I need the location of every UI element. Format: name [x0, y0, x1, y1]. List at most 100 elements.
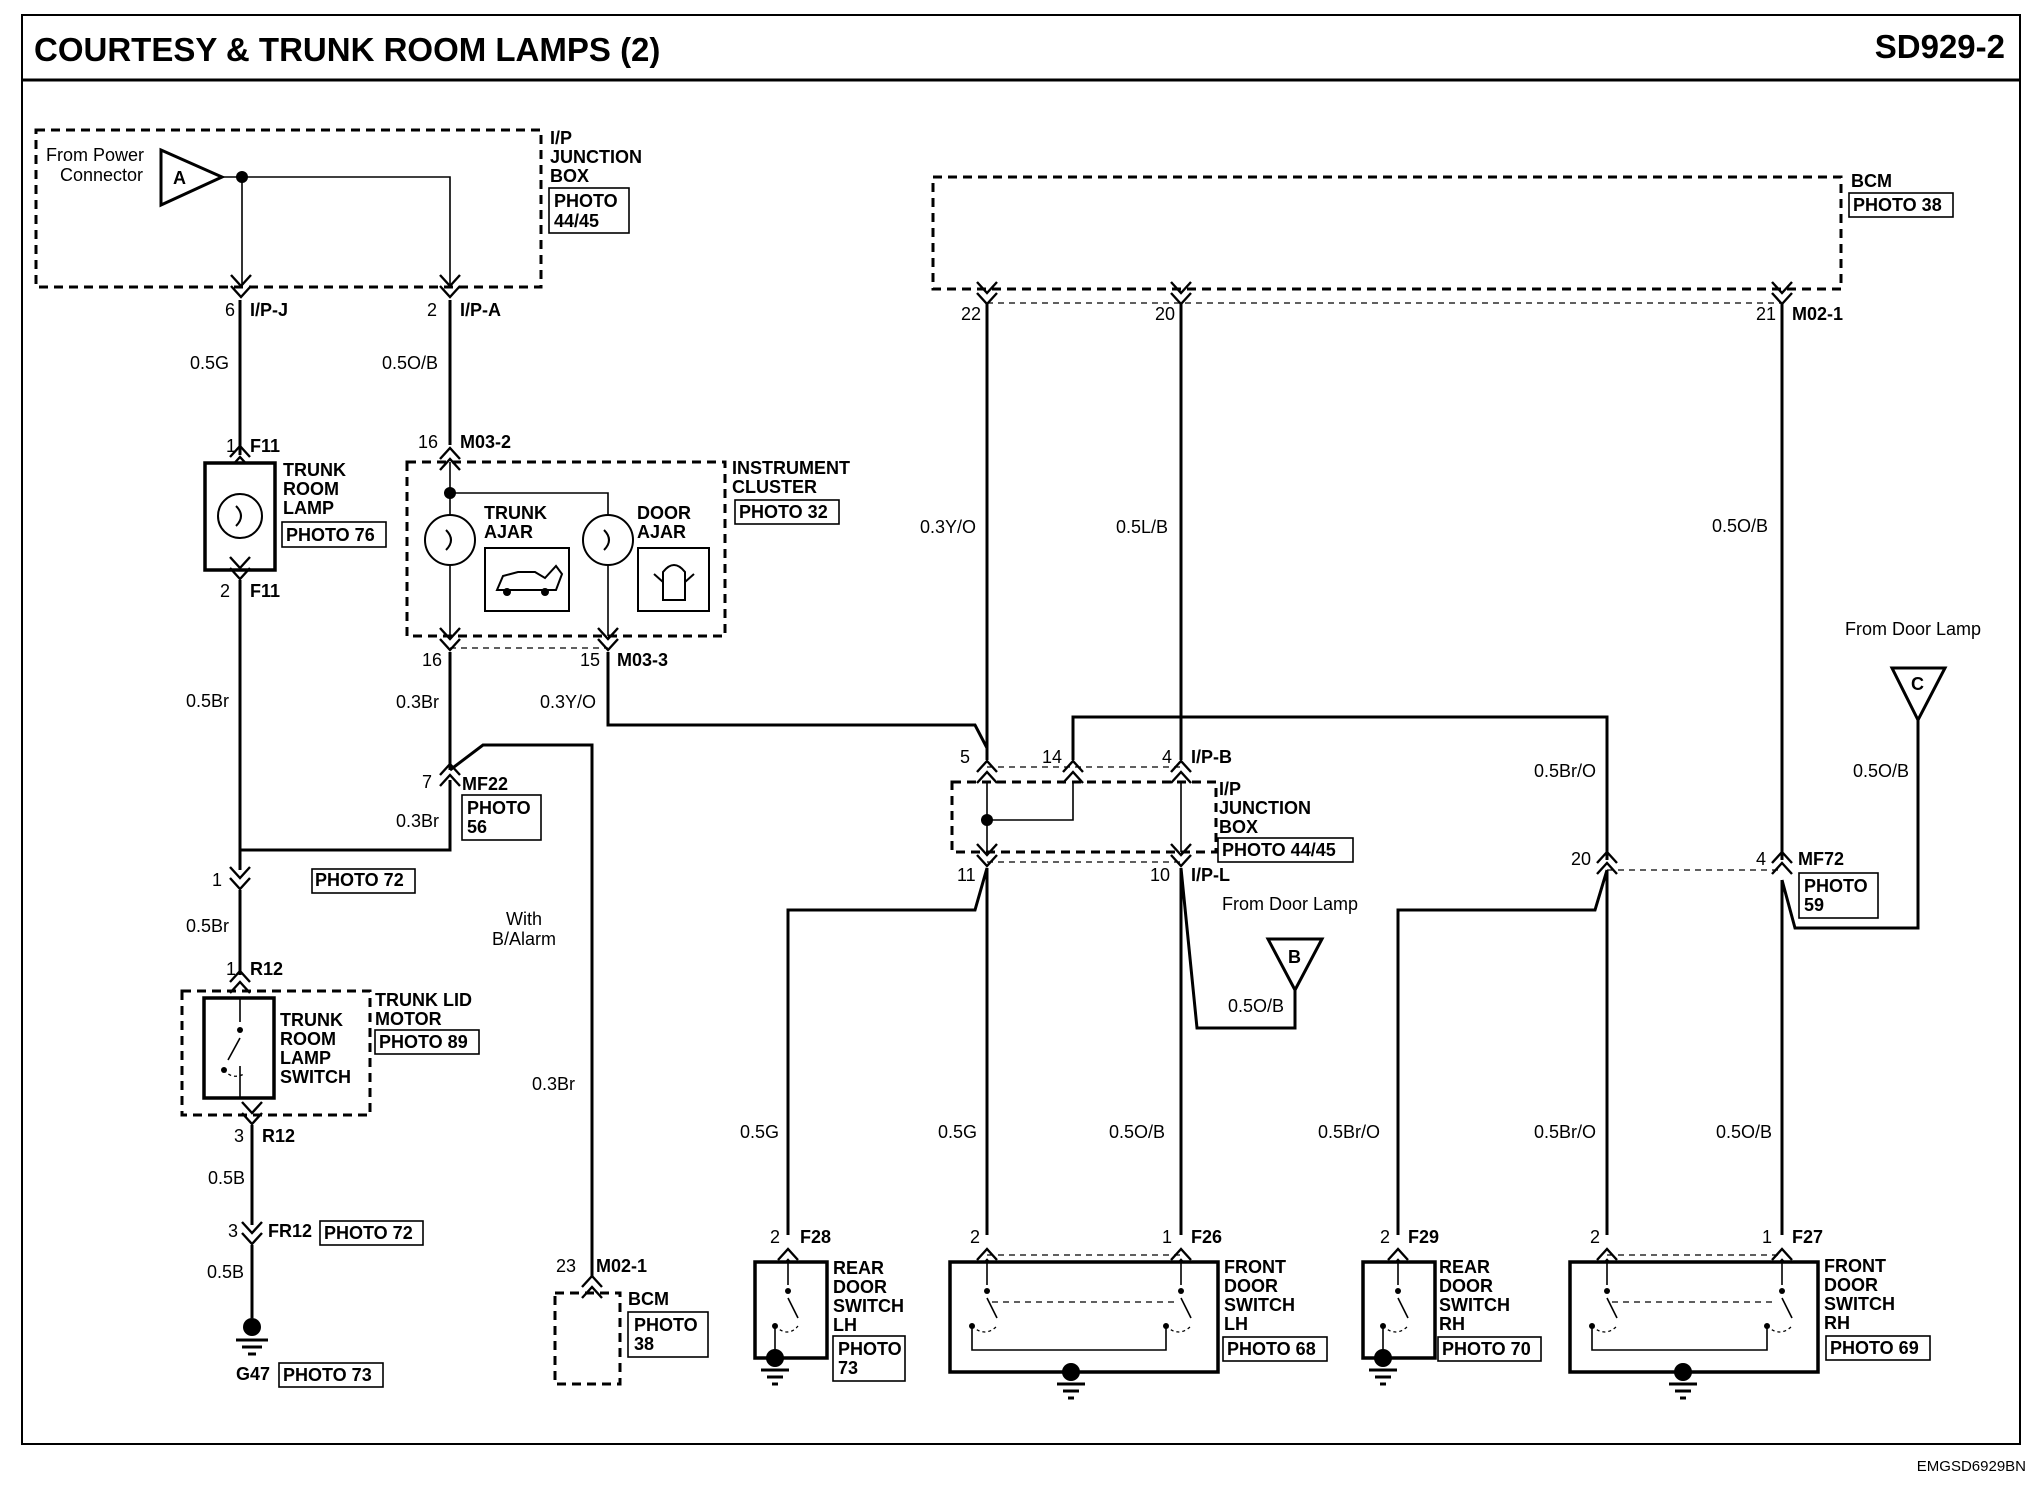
label-connectors-m02-1: M02-1 — [1792, 304, 1843, 324]
label-components-mf72-photo1: PHOTO — [1804, 876, 1868, 896]
label-components-with-alarm-line1: With — [506, 909, 542, 929]
label-components-front-lh-line3: SWITCH — [1224, 1295, 1295, 1315]
diagram-code: SD929-2 — [1875, 28, 2005, 65]
label-components-from-door-lamp-b-letter: B — [1288, 947, 1301, 967]
rear-door-switch-rh: 2 F29 REAR DOOR SWITCH RH PHOTO 70 — [1361, 1227, 1542, 1386]
label-connectors-f27: F27 — [1792, 1227, 1823, 1247]
label-pins-p16: 16 — [418, 432, 438, 452]
label-connectors-f11: F11 — [250, 436, 280, 456]
label-components-front-rh-photo: PHOTO 69 — [1830, 1338, 1919, 1358]
trunk-ajar-car-icon — [484, 547, 570, 612]
label-components-front-lh-photo: PHOTO 68 — [1227, 1339, 1316, 1359]
label-pins-p2: 2 — [770, 1227, 780, 1247]
label-components-from-power-line1: From Power — [46, 145, 144, 165]
from-door-lamp-c: From Door Lamp C — [1845, 619, 1981, 724]
label-components-instrument-cluster-line1: INSTRUMENT — [732, 458, 850, 478]
label-components-front-rh-line4: RH — [1824, 1313, 1850, 1333]
rear-door-switch-lh: 2 F28 REAR DOOR SWITCH LH PHOTO 73 — [753, 1227, 906, 1386]
label-components-ipjb-top-line1: I/P — [550, 128, 572, 148]
label-wires-br03: 0.3Br — [396, 692, 439, 712]
label-pins-p23: 23 — [556, 1256, 576, 1276]
label-components-ipjb-top-photo1: PHOTO — [554, 191, 618, 211]
label-pins-p2: 2 — [427, 300, 437, 320]
label-pins-p20: 20 — [1571, 849, 1591, 869]
label-wires-lb05: 0.5L/B — [1116, 517, 1168, 537]
label-pins-p1: 1 — [226, 436, 236, 456]
label-components-front-rh-line2: DOOR — [1824, 1275, 1878, 1295]
ip-junction-box-top: I/P JUNCTION BOX PHOTO 44/45 — [34, 128, 642, 289]
label-wires-yo03: 0.3Y/O — [920, 517, 976, 537]
label-connectors-f28: F28 — [800, 1227, 831, 1247]
label-components-instrument-cluster-photo: PHOTO 32 — [739, 502, 828, 522]
label-components-ipjb-mid-photo: PHOTO 44/45 — [1222, 840, 1336, 860]
trunk-room-lamp: TRUNK ROOM LAMP PHOTO 76 — [203, 460, 387, 572]
label-connectors-r12: R12 — [250, 959, 283, 979]
label-components-trunk-lid-motor-sw1: TRUNK — [280, 1010, 343, 1030]
ground-g47-icon — [236, 1318, 268, 1356]
label-components-rear-lh-line3: SWITCH — [833, 1296, 904, 1316]
label-components-from-door-lamp-b-text: From Door Lamp — [1222, 894, 1358, 914]
label-components-rear-lh-line4: LH — [833, 1315, 857, 1335]
label-components-mf22-photo1: PHOTO — [467, 798, 531, 818]
label-components-instrument-cluster-line2: CLUSTER — [732, 477, 817, 497]
label-components-trunk-room-lamp-line1: TRUNK — [283, 460, 346, 480]
label-components-fr12-bottom-photo: PHOTO 72 — [324, 1223, 413, 1243]
label-pins-p2: 2 — [220, 581, 230, 601]
label-components-mf22-name: MF22 — [462, 774, 508, 794]
label-pins-p4: 4 — [1162, 747, 1172, 767]
label-pins-p2: 2 — [1380, 1227, 1390, 1247]
label-wires-br03: 0.3Br — [532, 1074, 575, 1094]
label-components-front-lh-line2: DOOR — [1224, 1276, 1278, 1296]
label-wires-b05: 0.5B — [208, 1168, 245, 1188]
label-wires-ob05: 0.5O/B — [1109, 1122, 1165, 1142]
label-components-rear-lh-line2: DOOR — [833, 1277, 887, 1297]
label-pins-p10: 10 — [1150, 865, 1170, 885]
label-connectors-ipl: I/P-L — [1191, 865, 1230, 885]
label-components-trunk-lid-motor-sw3: LAMP — [280, 1048, 331, 1068]
label-pins-p2: 2 — [970, 1227, 980, 1247]
front-door-switch-lh: 2 1 F26 FRONT DOOR SWITCH LH PHOTO 68 — [948, 1227, 1328, 1400]
label-components-trunk-room-lamp-photo: PHOTO 76 — [286, 525, 375, 545]
label-wires-br03: 0.3Br — [396, 811, 439, 831]
ip-junction-box-mid: 5 14 4 I/P-B I/P JUNCTION BOX PHOTO 44/4… — [950, 747, 1354, 885]
label-connectors-m02-1: M02-1 — [596, 1256, 647, 1276]
label-components-rear-rh-line1: REAR — [1439, 1257, 1490, 1277]
label-components-ground-photo: PHOTO 73 — [283, 1365, 372, 1385]
label-pins-p5: 5 — [960, 747, 970, 767]
label-pins-p1: 1 — [1162, 1227, 1172, 1247]
label-components-rear-rh-line4: RH — [1439, 1314, 1465, 1334]
label-components-front-rh-line3: SWITCH — [1824, 1294, 1895, 1314]
instrument-cluster: TRUNK AJAR DOOR AJAR INSTRUMENT CLUSTER … — [405, 458, 850, 638]
label-connectors-f26: F26 — [1191, 1227, 1222, 1247]
label-pins-p1: 1 — [226, 959, 236, 979]
label-wires-ob05: 0.5O/B — [1853, 761, 1909, 781]
label-pins-p22: 22 — [961, 304, 981, 324]
label-wires-ob05: 0.5O/B — [1716, 1122, 1772, 1142]
label-components-trunk-room-lamp-line2: ROOM — [283, 479, 339, 499]
label-components-front-lh-line4: LH — [1224, 1314, 1248, 1334]
label-components-ipjb-top-photo2: 44/45 — [554, 211, 599, 231]
label-connectors-f29: F29 — [1408, 1227, 1439, 1247]
label-pins-p6: 6 — [225, 300, 235, 320]
label-components-ipjb-mid-line1: I/P — [1219, 779, 1241, 799]
label-connectors-ipa: I/P-A — [460, 300, 501, 320]
from-power-connector: From Power Connector A — [46, 145, 226, 208]
label-pins-p15: 15 — [580, 650, 600, 670]
label-components-trunk-room-lamp-line3: LAMP — [283, 498, 334, 518]
from-door-lamp-b: From Door Lamp B — [1222, 894, 1358, 994]
label-wires-br05: 0.5Br — [186, 691, 229, 711]
label-connectors-m03-3: M03-3 — [617, 650, 668, 670]
label-components-bcm-bottom-name: BCM — [628, 1289, 669, 1309]
label-pins-p1: 1 — [1762, 1227, 1772, 1247]
label-pins-p21: 21 — [1756, 304, 1776, 324]
label-pins-p2: 2 — [1590, 1227, 1600, 1247]
label-components-rear-lh-line1: REAR — [833, 1258, 884, 1278]
label-components-fr12-bottom-name: FR12 — [268, 1221, 312, 1241]
label-wires-g05: 0.5G — [190, 353, 229, 373]
label-wires-yo03: 0.3Y/O — [540, 692, 596, 712]
label-components-fr12-top-photo: PHOTO 72 — [315, 870, 404, 890]
label-pins-p3: 3 — [234, 1126, 244, 1146]
label-pins-p20: 20 — [1155, 304, 1175, 324]
label-components-rear-lh-photo1: PHOTO — [838, 1339, 902, 1359]
